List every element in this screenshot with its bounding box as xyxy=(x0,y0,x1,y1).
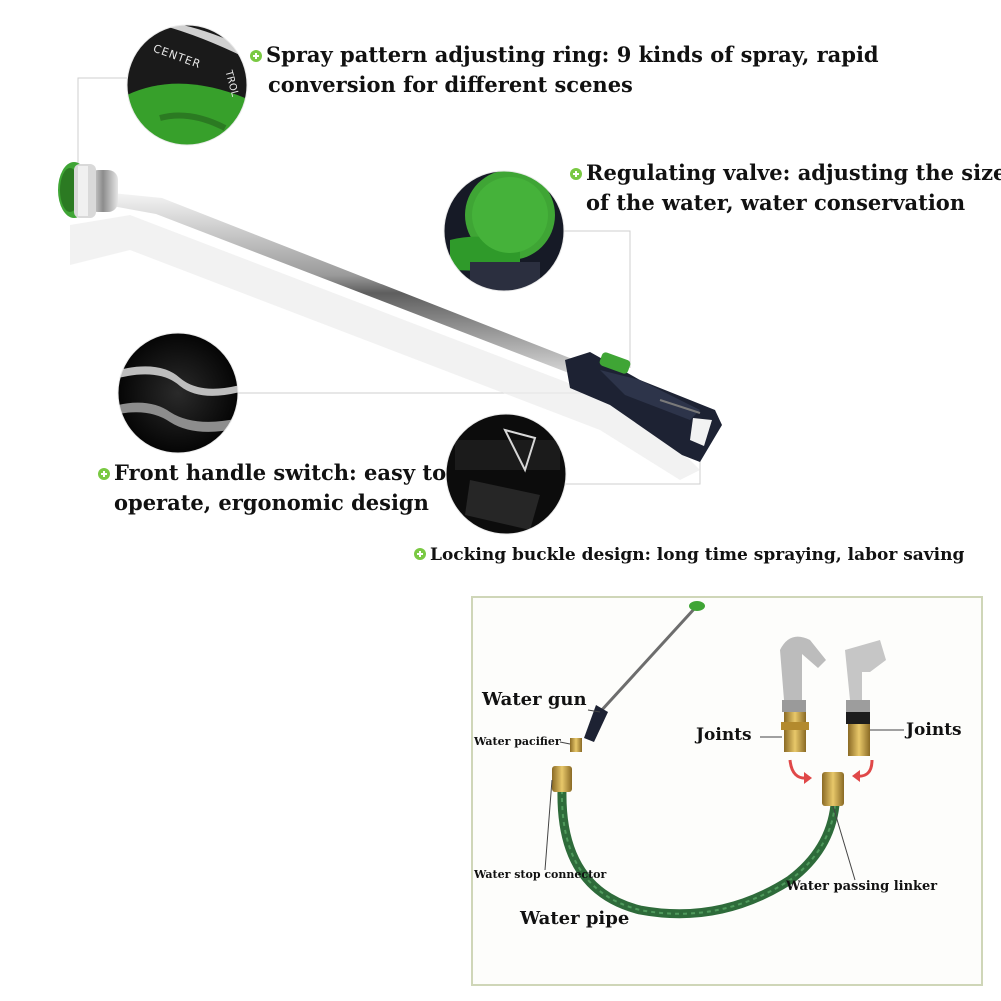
plus-icon xyxy=(98,468,110,480)
feature-locking-buckle-line1: Locking buckle design: long time sprayin… xyxy=(430,545,965,565)
detail-locking-buckle xyxy=(446,414,566,534)
plus-icon xyxy=(414,548,426,560)
label-water-stop-connector: Water stop connector xyxy=(474,868,607,881)
label-joints-left: Joints xyxy=(696,725,752,745)
label-water-gun: Water gun xyxy=(482,689,587,710)
feature-regulating-valve-line1: Regulating valve: adjusting the size xyxy=(586,160,1001,185)
feature-spray-ring-line2: conversion for different scenes xyxy=(268,72,633,97)
detail-valve xyxy=(444,171,564,291)
feature-spray-ring-line1: Spray pattern adjusting ring: 9 kinds of… xyxy=(266,42,879,67)
label-water-passing-linker: Water passing linker xyxy=(786,879,938,894)
feature-spray-ring: Spray pattern adjusting ring: 9 kinds of… xyxy=(250,40,879,100)
label-joints-right: Joints xyxy=(906,720,962,740)
detail-handle-switch xyxy=(118,333,238,453)
label-water-pipe: Water pipe xyxy=(520,908,630,929)
feature-front-handle-line1: Front handle switch: easy to xyxy=(114,460,447,485)
label-water-pacifier: Water pacifier xyxy=(474,735,561,748)
plus-icon xyxy=(570,168,582,180)
detail-spray-ring xyxy=(127,25,247,145)
feature-regulating-valve: Regulating valve: adjusting the size of … xyxy=(570,158,1001,218)
plus-icon xyxy=(250,50,262,62)
feature-regulating-valve-line2: of the water, water conservation xyxy=(586,190,966,215)
installation-diagram xyxy=(471,596,983,986)
feature-front-handle: Front handle switch: easy to operate, er… xyxy=(98,458,446,518)
feature-locking-buckle: Locking buckle design: long time sprayin… xyxy=(414,540,964,570)
feature-front-handle-line2: operate, ergonomic design xyxy=(114,490,429,515)
water-wand xyxy=(58,162,722,480)
